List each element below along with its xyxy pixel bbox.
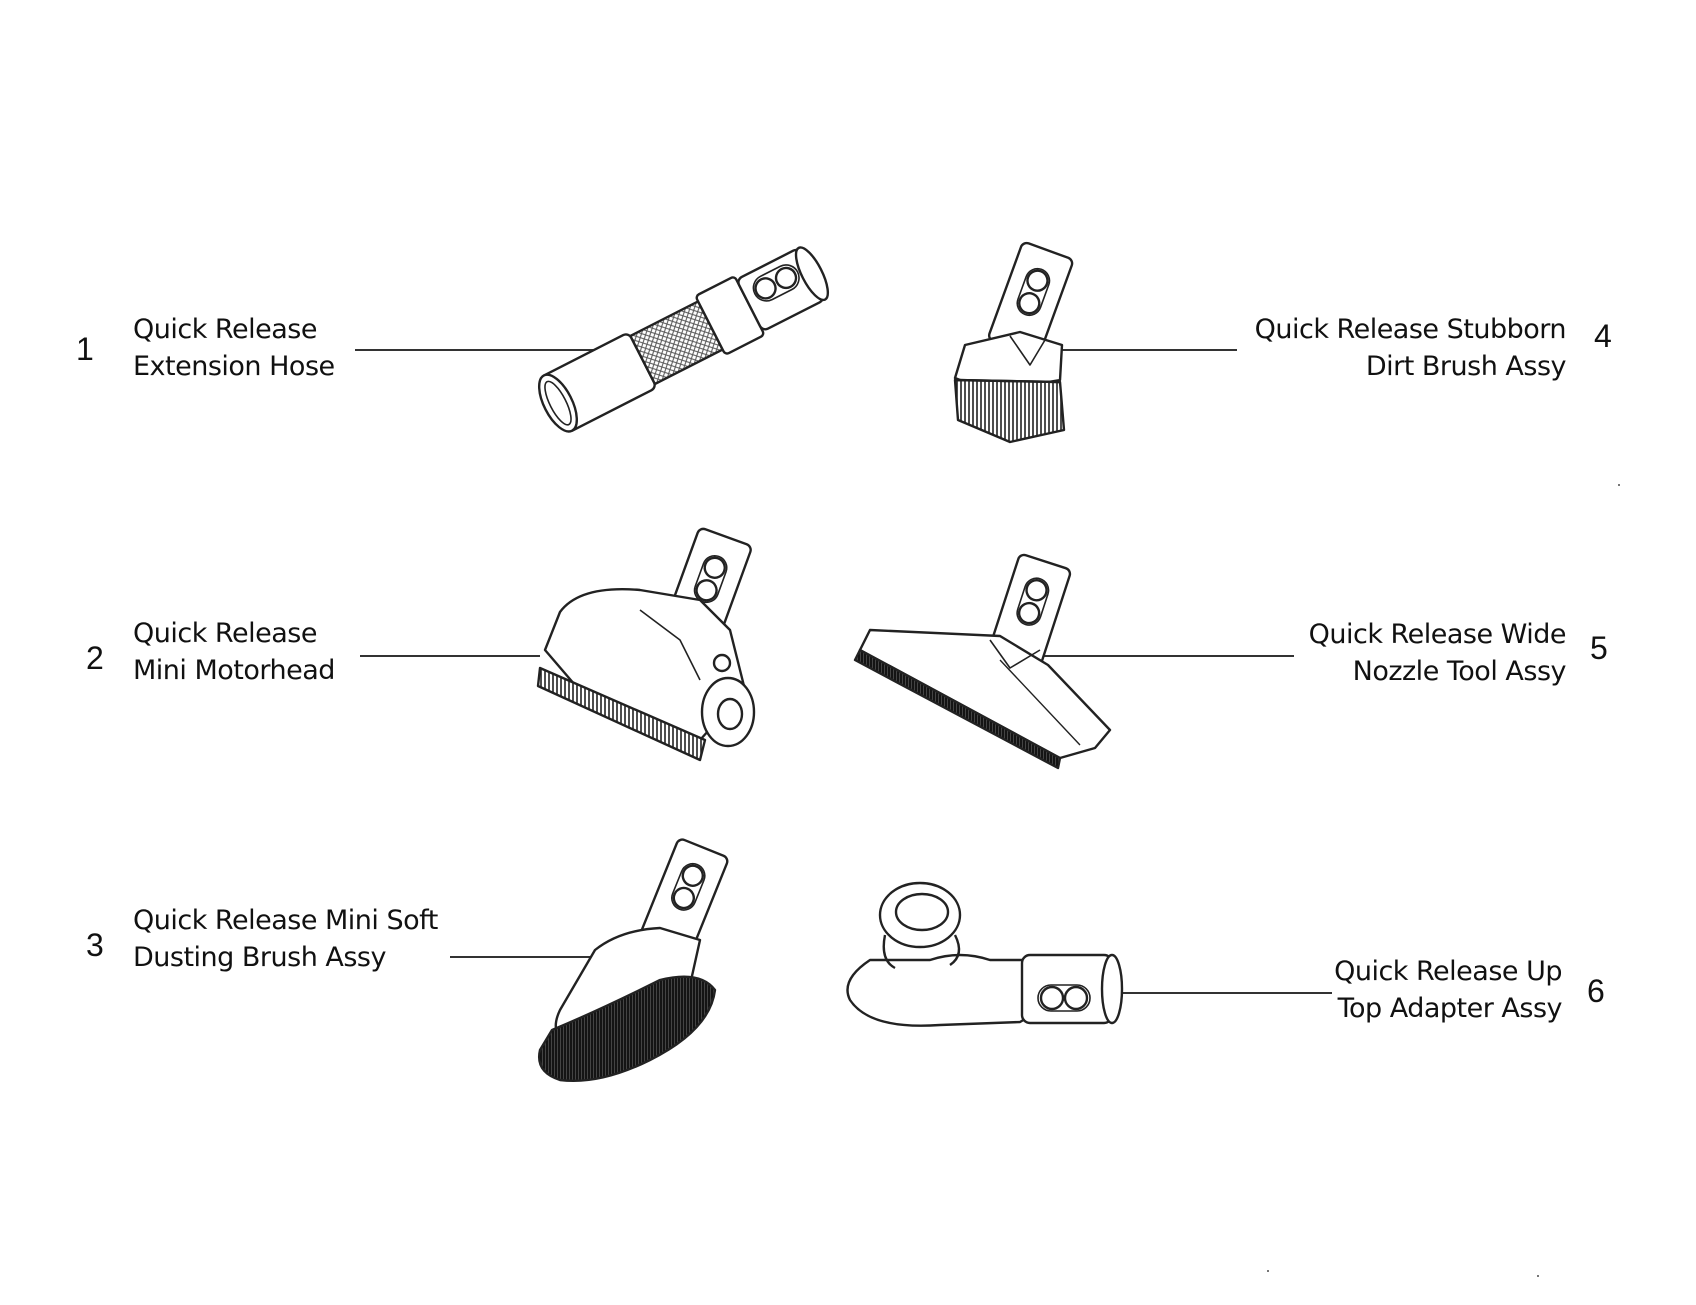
scan-speck — [1537, 1275, 1539, 1277]
part-label-4-line2: Dirt Brush Assy — [1365, 351, 1567, 382]
part-label-3: Quick Release Mini Soft Dusting Brush As… — [133, 902, 438, 976]
scan-speck — [1267, 1270, 1269, 1272]
part-number-1: 1 — [76, 331, 94, 367]
part-label-2: Quick Release Mini Motorhead — [133, 615, 335, 689]
leader-line-4 — [1062, 349, 1237, 351]
mini-motorhead-icon — [536, 527, 756, 762]
leader-line-5 — [1042, 655, 1294, 657]
leader-line-6 — [1112, 992, 1332, 994]
part-number-2: 2 — [86, 640, 104, 676]
part-label-3-line2: Dusting Brush Assy — [133, 942, 386, 973]
leader-line-3 — [450, 956, 600, 958]
part-label-6-line1: Quick Release Up — [1334, 956, 1562, 987]
leader-line-2 — [360, 655, 540, 657]
part-number-6: 6 — [1587, 973, 1605, 1009]
extension-hose-icon — [537, 246, 830, 433]
part-label-5-line2: Nozzle Tool Assy — [1352, 656, 1567, 687]
part-label-3-line1: Quick Release Mini Soft — [133, 905, 438, 936]
part-label-1-line2: Extension Hose — [133, 351, 335, 382]
part-label-2-line2: Mini Motorhead — [133, 655, 335, 686]
up-top-adapter-icon — [846, 881, 1124, 1027]
soft-dusting-brush-icon — [538, 838, 729, 1082]
leader-line-1 — [355, 349, 613, 351]
wide-nozzle-tool-icon — [853, 553, 1112, 770]
part-number-4: 4 — [1594, 318, 1612, 354]
part-label-4: Quick Release Stubborn Dirt Brush Assy — [1254, 311, 1567, 385]
stubborn-dirt-brush-icon — [953, 241, 1074, 444]
part-number-3: 3 — [86, 927, 104, 963]
part-label-6: Quick Release Up Top Adapter Assy — [1334, 953, 1562, 1027]
part-label-1-line1: Quick Release — [133, 314, 317, 345]
scan-speck — [1618, 484, 1620, 486]
part-number-5: 5 — [1590, 630, 1608, 666]
part-label-2-line1: Quick Release — [133, 618, 317, 649]
part-label-4-line1: Quick Release Stubborn — [1254, 314, 1567, 345]
part-label-5: Quick Release Wide Nozzle Tool Assy — [1308, 616, 1567, 690]
part-label-1: Quick Release Extension Hose — [133, 311, 335, 385]
part-label-5-line1: Quick Release Wide — [1308, 619, 1567, 650]
part-label-6-line2: Top Adapter Assy — [1337, 993, 1563, 1024]
